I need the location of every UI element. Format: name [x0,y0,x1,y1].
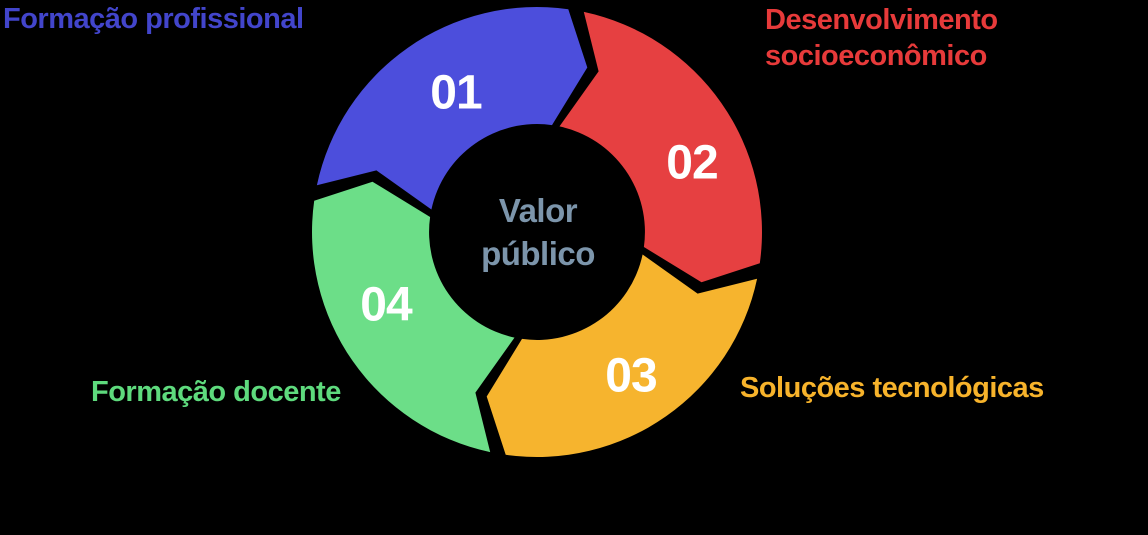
label-desenvolvimento-socioeconomico: Desenvolvimento socioeconômico [765,2,998,74]
segment-number-03: 03 [605,349,657,403]
segment-number-02: 02 [666,136,718,190]
segment-arc-01 [316,7,588,210]
segment-number-01: 01 [430,66,482,120]
center-label-line2: público [481,235,595,272]
center-label-line1: Valor [498,192,578,229]
segment-arc-04 [312,181,515,453]
segment-number-04: 04 [360,278,412,332]
label-desenvolvimento-line1: Desenvolvimento [765,4,998,36]
segment-arc-02 [559,11,762,283]
label-formacao-docente: Formação docente [91,376,341,408]
label-formacao-profissional: Formação profissional [3,3,304,35]
center-label: Valor público [428,189,648,275]
label-desenvolvimento-line2: socioeconômico [765,40,987,72]
segment-arc-03 [486,254,758,457]
label-solucoes-tecnologicas: Soluções tecnológicas [740,372,1044,404]
